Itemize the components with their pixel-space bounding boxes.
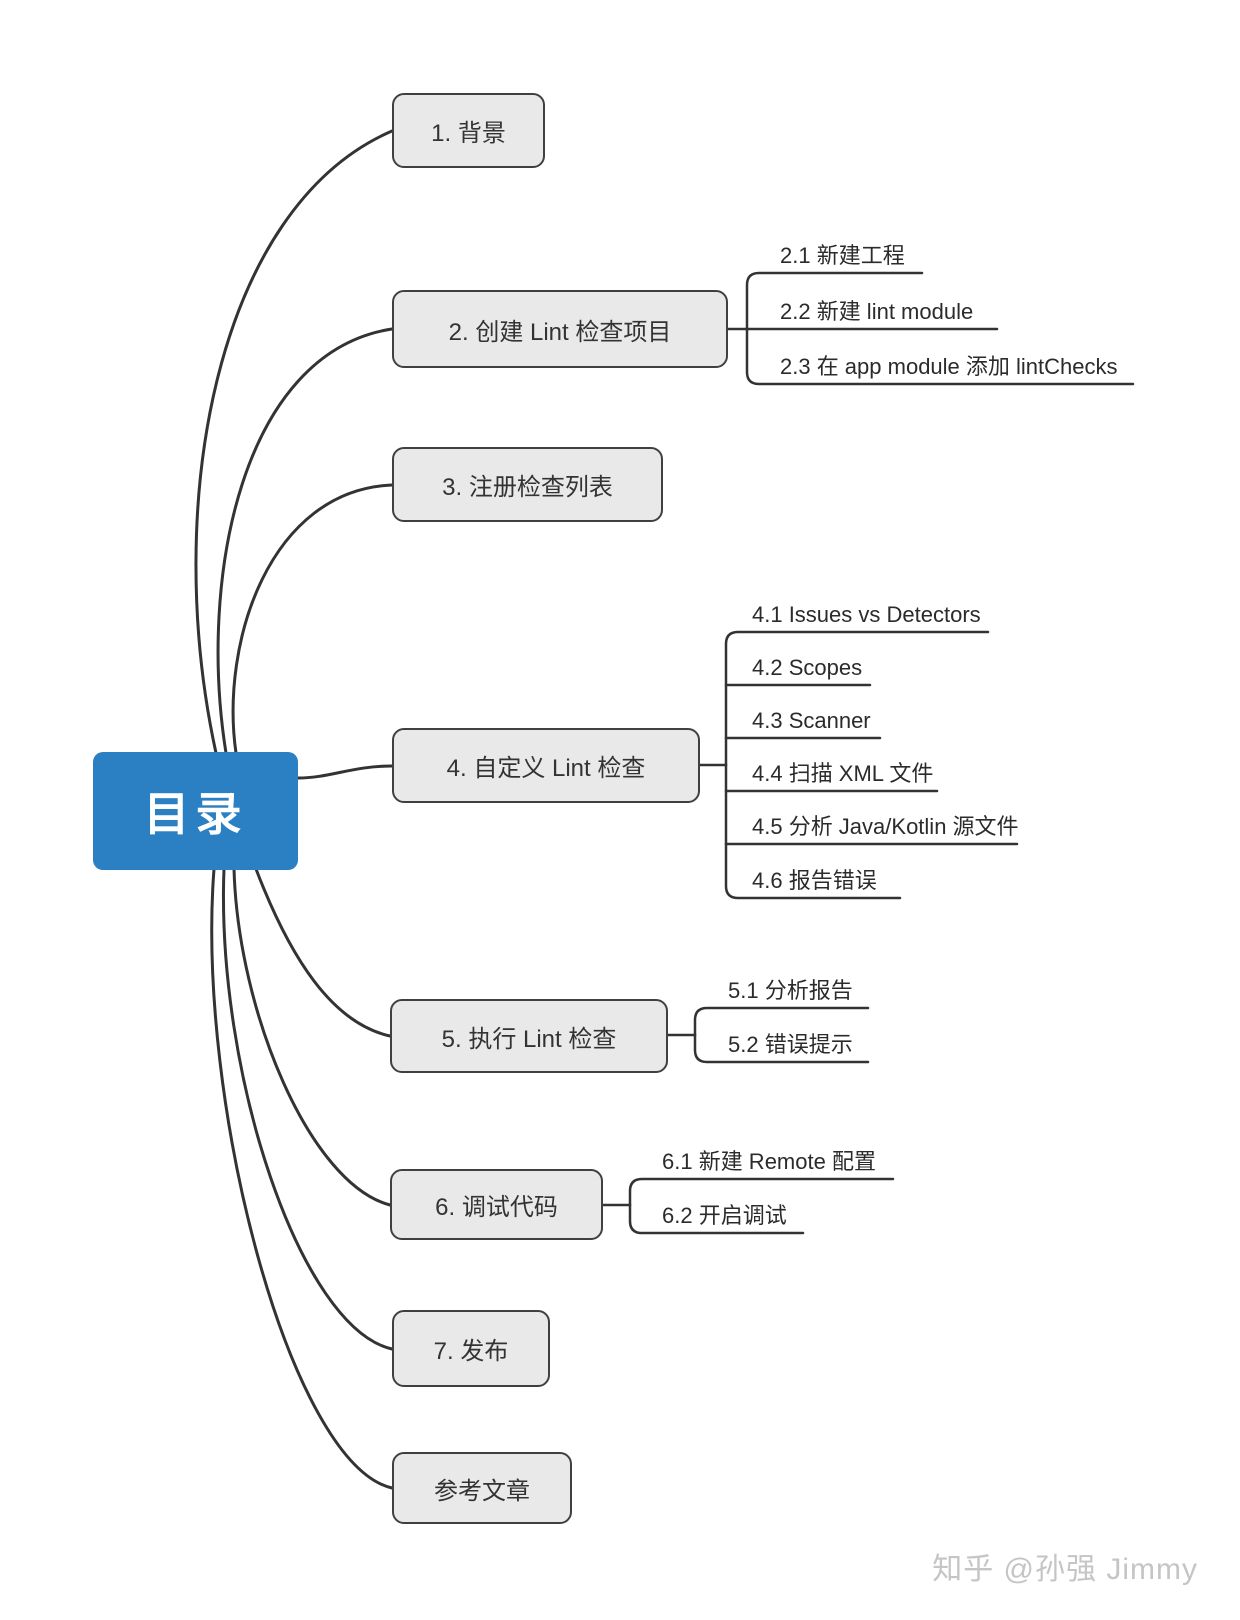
- leaf-node-4-3: 4.3 Scanner: [752, 708, 871, 733]
- watermark-text: 知乎 @孙强 Jimmy: [932, 1553, 1198, 1586]
- leaf-node-4-4: 4.4 扫描 XML 文件: [752, 761, 934, 786]
- leaf-node-5-1: 5.1 分析报告: [728, 978, 853, 1003]
- underline-branch4-child1: [724, 630, 990, 767]
- leaf-node-5-2: 5.2 错误提示: [728, 1032, 853, 1057]
- underline-branch5-child1: [693, 1006, 870, 1037]
- leaf-node-4-1: 4.1 Issues vs Detectors: [752, 602, 981, 627]
- underline-branch6-child2: [628, 1203, 805, 1235]
- underline-branch2-child3: [745, 327, 1135, 386]
- connector-root-branch-5: [254, 867, 392, 1038]
- underline-branch6-child1: [628, 1177, 895, 1207]
- leaf-node-2-2: 2.2 新建 lint module: [780, 299, 974, 324]
- branch-node-4: 4. 自定义 Lint 检查: [392, 728, 700, 803]
- connector-root-branch-1: [194, 129, 394, 755]
- branch-node-2: 2. 创建 Lint 检查项目: [392, 290, 728, 368]
- underline-branch2-child1: [745, 271, 924, 331]
- branch-node-7: 7. 发布: [392, 1310, 550, 1387]
- connector-root-branch-7: [221, 867, 394, 1351]
- branch-node-5: 5. 执行 Lint 检查: [390, 999, 668, 1073]
- leaf-node-6-2: 6.2 开启调试: [662, 1203, 787, 1228]
- connector-root-branch-2: [216, 327, 394, 755]
- branch-node-6: 6. 调试代码: [390, 1169, 603, 1240]
- connector-root-branch-3: [231, 483, 394, 755]
- branch-node-1: 1. 背景: [392, 93, 545, 168]
- leaf-node-4-2: 4.2 Scopes: [752, 655, 863, 680]
- leaf-node-4-6: 4.6 报告错误: [752, 868, 877, 893]
- connector-root-branch-4: [296, 764, 394, 780]
- connector-root-branch-8: [210, 867, 394, 1490]
- leaf-node-4-5: 4.5 分析 Java/Kotlin 源文件: [752, 814, 1019, 839]
- underline-branch4-child6: [724, 763, 902, 900]
- leaf-node-6-1: 6.1 新建 Remote 配置: [662, 1149, 876, 1174]
- connector-root-branch-6: [232, 867, 392, 1207]
- underline-branch5-child2: [693, 1033, 870, 1064]
- leaf-node-2-1: 2.1 新建工程: [780, 243, 905, 268]
- branch-node-references: 参考文章: [392, 1452, 572, 1524]
- root-node: 目录: [93, 752, 298, 870]
- branch-node-3: 3. 注册检查列表: [392, 447, 663, 522]
- leaf-node-2-3: 2.3 在 app module 添加 lintChecks: [780, 354, 1118, 379]
